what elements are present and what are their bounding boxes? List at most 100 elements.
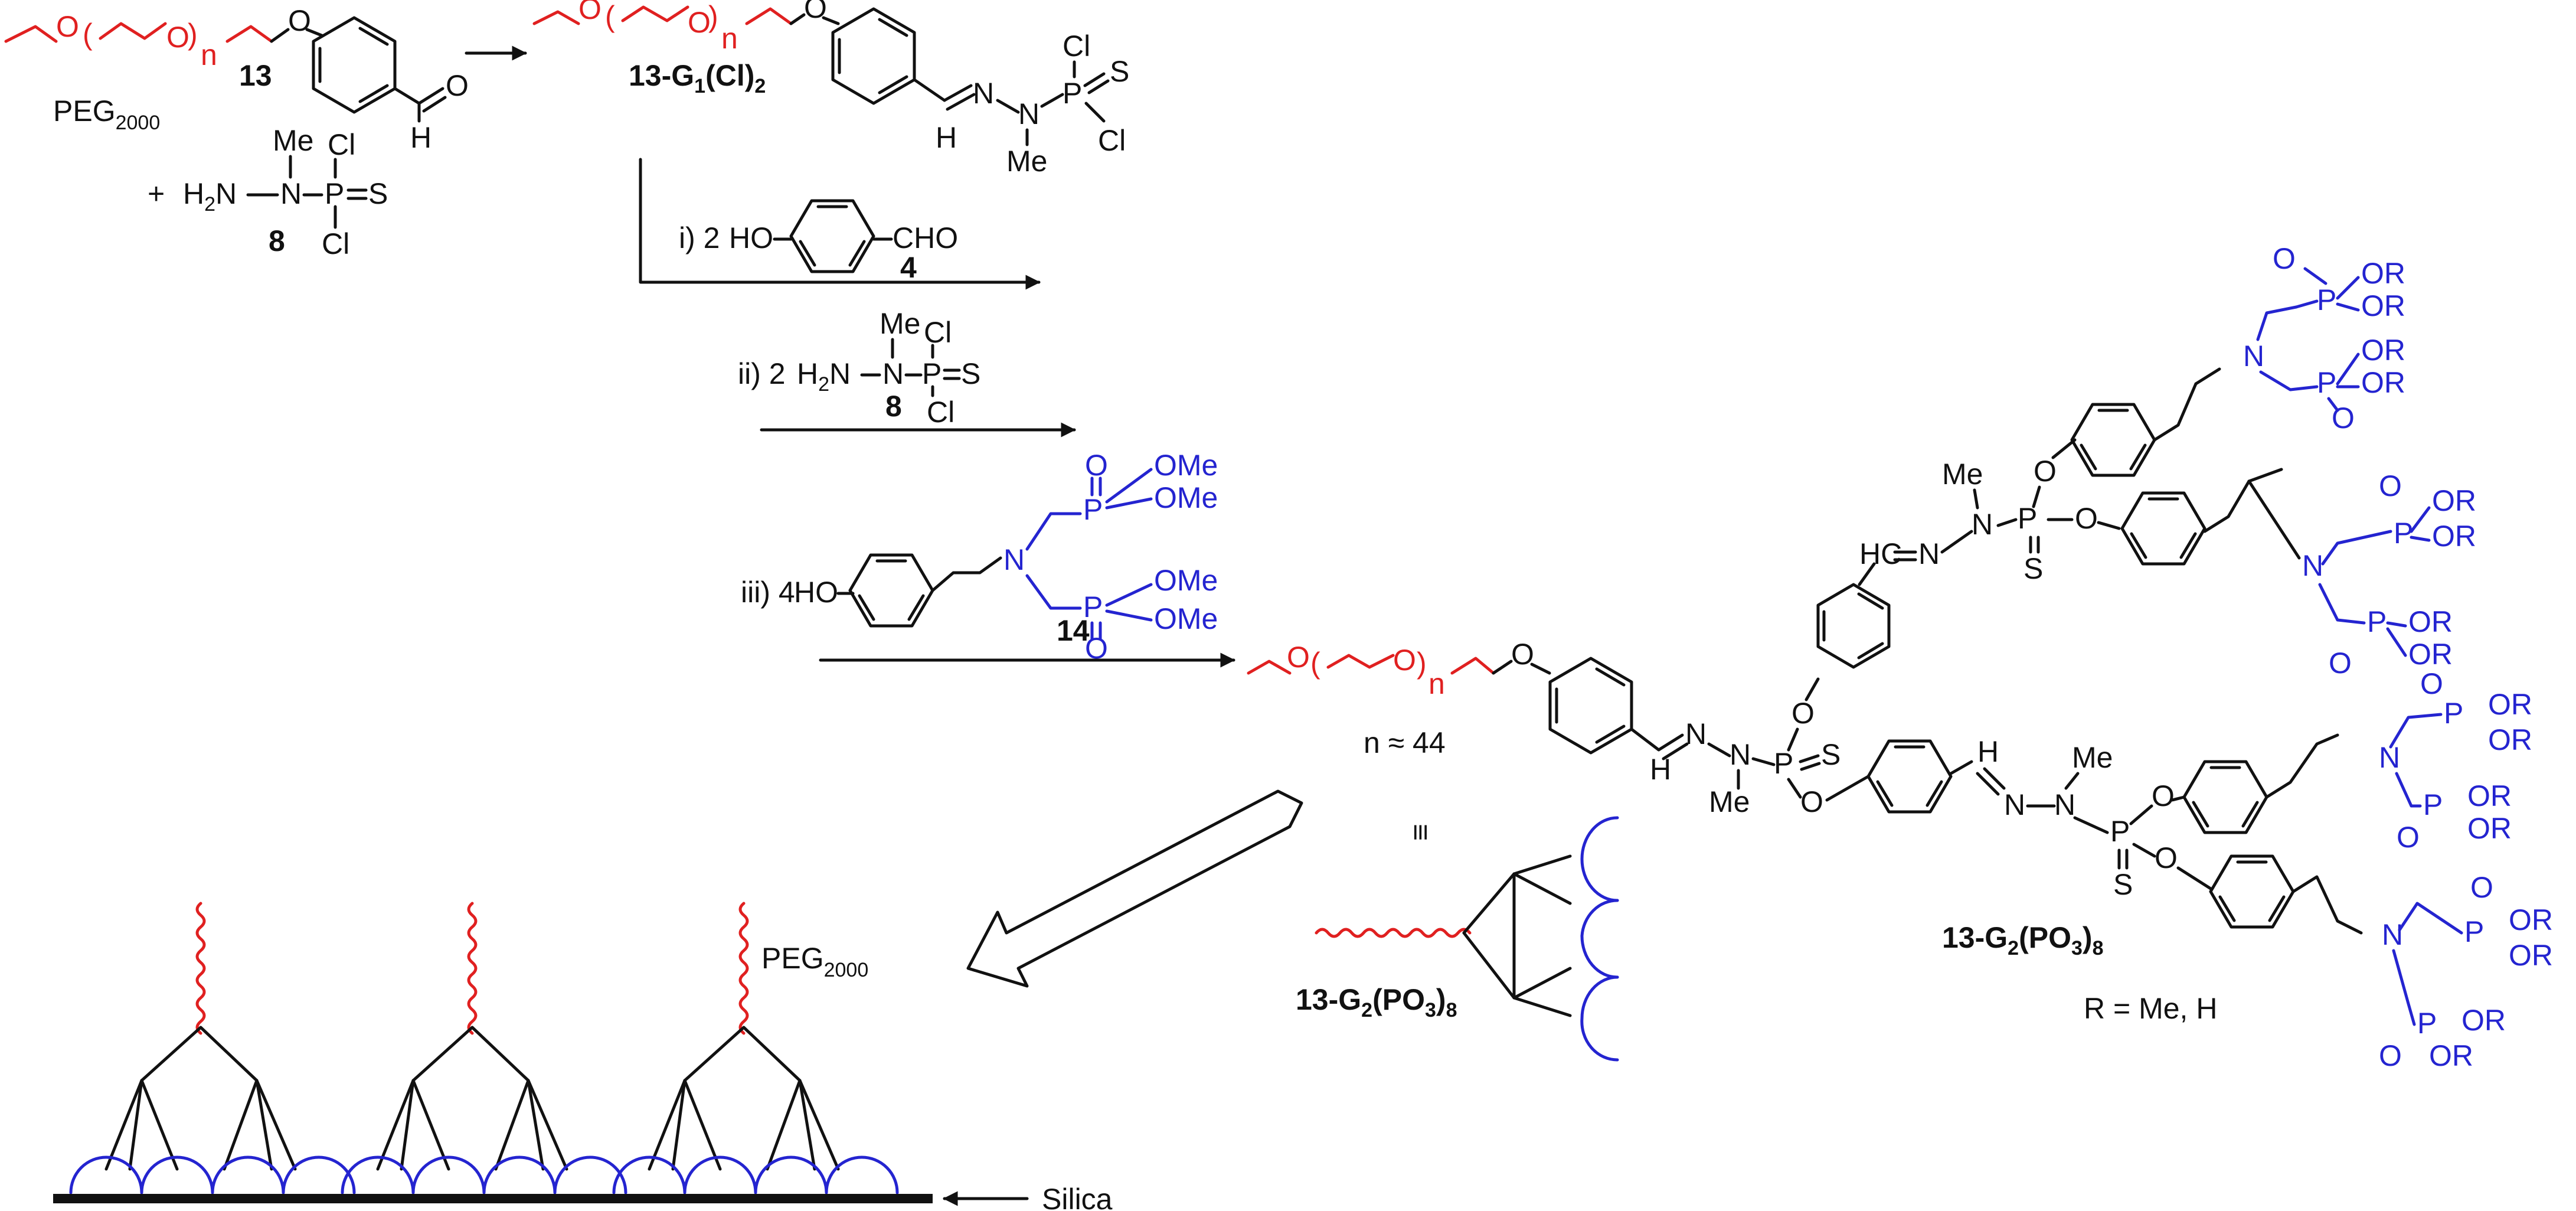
atom-cl: Cl — [927, 396, 954, 429]
n-subscript: n — [1428, 667, 1445, 700]
atom-ho: HO — [729, 221, 773, 254]
bracket-open: ( — [83, 18, 93, 51]
atom-p: P — [1083, 590, 1103, 624]
bracket-close: ) — [188, 18, 198, 51]
atom-o: O — [1800, 785, 1823, 818]
atom-p: P — [2110, 815, 2130, 848]
compound-13-g1-cl2: O ( O ) n O N H N Me P Cl S Cl 13-G1(Cl)… — [532, 0, 1129, 178]
atom-or: OR — [2488, 688, 2532, 721]
atom-o: O — [2397, 821, 2420, 854]
atom-o: O — [804, 0, 827, 24]
atom-n: N — [1918, 537, 1940, 570]
atom-o: O — [2379, 469, 2402, 502]
atom-p: P — [1083, 493, 1103, 526]
label-4: 4 — [900, 251, 917, 284]
atom-s: S — [2023, 552, 2043, 585]
atom-s: S — [1821, 738, 1841, 771]
compound-8: + H2N N Me P S Cl Cl 8 — [148, 124, 388, 260]
atom-h: H — [936, 121, 957, 154]
atom-o: O — [1393, 644, 1416, 677]
atom-o: O — [166, 21, 189, 54]
atom-p: P — [2417, 1007, 2437, 1040]
atom-o: O — [2155, 841, 2178, 874]
atom-ome: OMe — [1154, 564, 1218, 597]
atom-or: OR — [2488, 723, 2532, 756]
atom-n: N — [2054, 788, 2075, 821]
atom-cl: Cl — [328, 128, 355, 161]
atom-or: OR — [2361, 366, 2405, 399]
atom-o: O — [2329, 647, 2352, 680]
atom-s: S — [2113, 868, 2133, 901]
atom-p: P — [1063, 77, 1082, 110]
label-silica: Silica — [1042, 1183, 1113, 1211]
atom-n: N — [2004, 788, 2025, 821]
atom-n: N — [882, 357, 904, 390]
compound-13-g2-po3-8: O ( O ) n O N H N Me P S O O HC N — [1247, 242, 2553, 1072]
atom-o: O — [288, 4, 311, 37]
atom-p: P — [2464, 915, 2484, 948]
atom-o: O — [2075, 502, 2098, 535]
atom-cho: CHO — [893, 221, 958, 254]
atom-o: O — [688, 6, 711, 39]
atom-me: Me — [2072, 741, 2113, 774]
atom-o: O — [2420, 667, 2443, 700]
label-8: 8 — [885, 390, 902, 423]
bracket-open: ( — [1310, 647, 1320, 680]
atom-o: O — [446, 69, 469, 102]
atom-h2n: H2N — [183, 177, 237, 216]
label-13-g1-cl2: 13-G1(Cl)2 — [629, 59, 766, 97]
r-definition: R = Me, H — [2084, 992, 2217, 1025]
atom-p: P — [325, 177, 344, 210]
atom-h2n: H2N — [797, 357, 851, 396]
atom-h: H — [1650, 753, 1671, 786]
atom-p: P — [2423, 788, 2443, 821]
n-value: n ≈ 44 — [1364, 726, 1446, 759]
atom-cl: Cl — [1063, 30, 1090, 63]
atom-me: Me — [1709, 785, 1750, 818]
atom-o: O — [1511, 638, 1534, 671]
bracket-close: ) — [1417, 647, 1427, 680]
equivalence-sign: ≡ — [1404, 824, 1437, 841]
atom-o: O — [56, 10, 79, 43]
atom-or: OR — [2429, 1039, 2473, 1072]
atom-cl: Cl — [322, 227, 349, 260]
atom-o: O — [2470, 871, 2493, 904]
atom-p: P — [2394, 517, 2413, 550]
label-13-g2-po3-8: 13-G2(PO3)8 — [1296, 983, 1457, 1021]
atom-ome: OMe — [1154, 449, 1218, 482]
atom-me: Me — [1942, 458, 1983, 491]
atom-o: O — [1792, 697, 1815, 730]
atom-n: N — [1018, 97, 1039, 130]
atom-n: N — [973, 77, 994, 110]
atom-or: OR — [2408, 605, 2453, 638]
atom-s: S — [368, 177, 388, 210]
silica-surface: PEG2000 Silica — [53, 902, 1113, 1211]
atom-or: OR — [2361, 257, 2405, 290]
n-subscript: n — [201, 38, 217, 71]
label-8: 8 — [269, 224, 285, 257]
silica-bar — [53, 1194, 933, 1203]
atom-p: P — [2444, 697, 2463, 730]
atom-n: N — [1003, 543, 1025, 576]
atom-n: N — [280, 177, 302, 210]
atom-o: O — [1085, 449, 1108, 482]
atom-cl: Cl — [1098, 124, 1126, 157]
step-i-label: i) 2 — [679, 221, 720, 254]
atom-h: H — [1977, 735, 1999, 768]
atom-o: O — [2379, 1039, 2402, 1072]
atom-p: P — [922, 357, 942, 390]
atom-ho: HO — [794, 576, 838, 609]
bracket-close: ) — [708, 0, 718, 33]
n-subscript: n — [721, 22, 738, 55]
step-arrow-i — [639, 158, 1041, 290]
atom-n: N — [2382, 918, 2403, 951]
hollow-arrow — [966, 789, 1303, 988]
atom-h: H — [410, 121, 431, 154]
atom-or: OR — [2408, 638, 2453, 671]
atom-n: N — [1730, 738, 1751, 771]
atom-or: OR — [2467, 779, 2512, 812]
atom-n: N — [2302, 549, 2323, 582]
reagent-4: i) 2 HO CHO 4 — [679, 201, 958, 284]
label-peg2000: PEG2000 — [53, 94, 160, 134]
